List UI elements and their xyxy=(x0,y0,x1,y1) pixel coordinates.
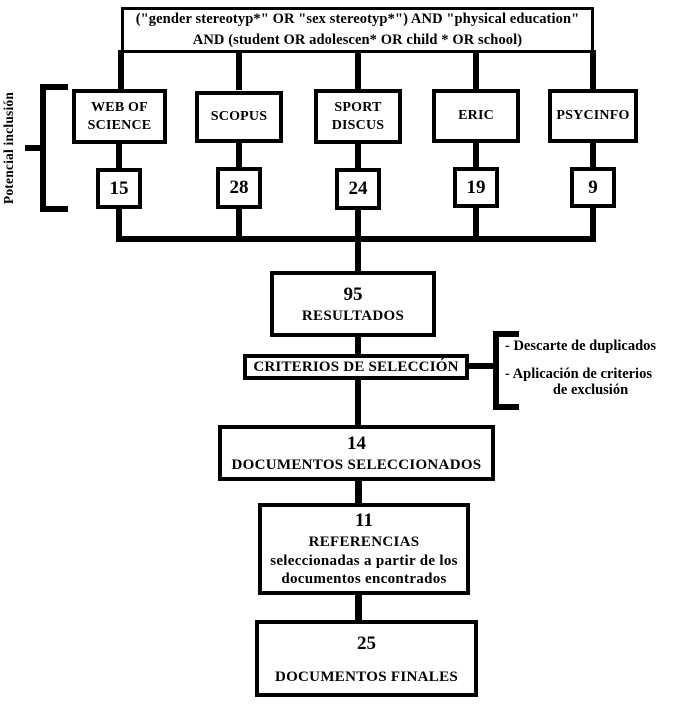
references-box: 11 REFERENCIAS seleccionadas a partir de… xyxy=(258,503,470,595)
final-documents-box: 25 DOCUMENTOS FINALES xyxy=(255,620,478,697)
connector-references-finals xyxy=(355,595,362,620)
connector-db3-count xyxy=(355,144,361,168)
connector-db2-count xyxy=(236,143,242,168)
left-bracket-top-arm xyxy=(40,84,68,90)
references-sub-line2: documentos encontrados xyxy=(281,571,447,588)
results-label: RESULTADOS xyxy=(301,307,405,324)
references-sub-line1: seleccionadas a partir de los xyxy=(270,552,458,569)
finals-label: DOCUMENTOS FINALES xyxy=(274,668,459,685)
connector-query-db1 xyxy=(118,50,124,90)
left-bracket-stem xyxy=(40,84,46,212)
criteria-note-exclusion-line1: - Aplicación de criterios xyxy=(505,365,652,382)
selected-count: 14 xyxy=(347,432,366,454)
selected-documents-box: 14 DOCUMENTOS SELECCIONADOS xyxy=(218,425,495,481)
criteria-label: CRITERIOS DE SELECCIÓN xyxy=(253,358,459,375)
connector-query-db4 xyxy=(473,50,479,90)
left-bracket-bottom-arm xyxy=(40,206,68,212)
connector-query-db5 xyxy=(590,50,596,90)
count-box-scopus: 28 xyxy=(216,167,262,209)
connector-count4-bus xyxy=(473,208,479,242)
count-box-eric: 19 xyxy=(453,167,499,208)
selected-label: DOCUMENTOS SELECCIONADOS xyxy=(231,456,482,473)
results-count: 95 xyxy=(343,283,363,305)
connector-criteria-selected xyxy=(355,380,361,425)
database-box-sport-discus: SPORT DISCUS xyxy=(314,89,402,144)
connector-db1-count xyxy=(116,144,122,168)
references-label: REFERENCIAS xyxy=(308,533,420,550)
results-box: 95 RESULTADOS xyxy=(270,271,436,337)
right-bracket-top-arm xyxy=(493,331,519,337)
search-query-line1: ("gender stereotyp*" OR "sex stereotyp*"… xyxy=(135,11,580,27)
connector-query-db3 xyxy=(355,50,361,90)
connector-db5-count xyxy=(590,143,596,168)
database-name: WEB OF SCIENCE xyxy=(87,100,152,133)
connector-count1-bus xyxy=(116,209,122,242)
connector-selected-references xyxy=(355,481,362,503)
count-value: 28 xyxy=(229,177,249,199)
connector-count5-bus xyxy=(590,208,596,242)
connector-db4-count xyxy=(473,143,479,168)
count-box-web-of-science: 15 xyxy=(96,168,142,209)
search-query-line2: AND (student OR adolescen* OR child * OR… xyxy=(192,32,523,48)
right-bracket-bottom-arm xyxy=(493,404,519,410)
connector-results-criteria xyxy=(355,337,361,355)
criteria-note-duplicates: - Descarte de duplicados xyxy=(505,338,657,354)
count-value: 19 xyxy=(466,176,486,198)
connector-count2-bus xyxy=(236,209,242,242)
count-value: 9 xyxy=(588,176,598,198)
count-value: 24 xyxy=(348,178,368,200)
database-box-web-of-science: WEB OF SCIENCE xyxy=(72,89,167,144)
criteria-notes: - Descarte de duplicados - Aplicación de… xyxy=(505,338,676,399)
database-name: PSYCINFO xyxy=(556,108,630,124)
database-name: SPORT DISCUS xyxy=(331,100,385,133)
finals-count: 25 xyxy=(357,633,376,654)
connector-bus-results xyxy=(355,236,361,272)
right-bracket-stem xyxy=(493,331,499,410)
database-name: ERIC xyxy=(458,108,494,124)
database-name: SCOPUS xyxy=(210,109,268,125)
side-label-potencial-inclusion: Potencial inclusión xyxy=(1,91,16,205)
database-box-scopus: SCOPUS xyxy=(195,91,283,143)
count-box-psycinfo: 9 xyxy=(570,167,616,208)
criteria-box: CRITERIOS DE SELECCIÓN xyxy=(243,354,469,380)
count-value: 15 xyxy=(109,177,129,199)
database-box-eric: ERIC xyxy=(432,89,520,143)
search-query-box: ("gender stereotyp*" OR "sex stereotyp*"… xyxy=(121,7,594,53)
left-bracket-mid-tick xyxy=(25,145,40,151)
count-box-sport-discus: 24 xyxy=(335,168,381,210)
criteria-note-exclusion-line2: de exclusión xyxy=(552,382,629,399)
connector-query-db2 xyxy=(236,50,242,90)
database-box-psycinfo: PSYCINFO xyxy=(548,89,638,143)
connector-count3-bus xyxy=(355,210,361,242)
references-count: 11 xyxy=(355,510,373,531)
connector-criteria-bracket xyxy=(469,363,496,369)
